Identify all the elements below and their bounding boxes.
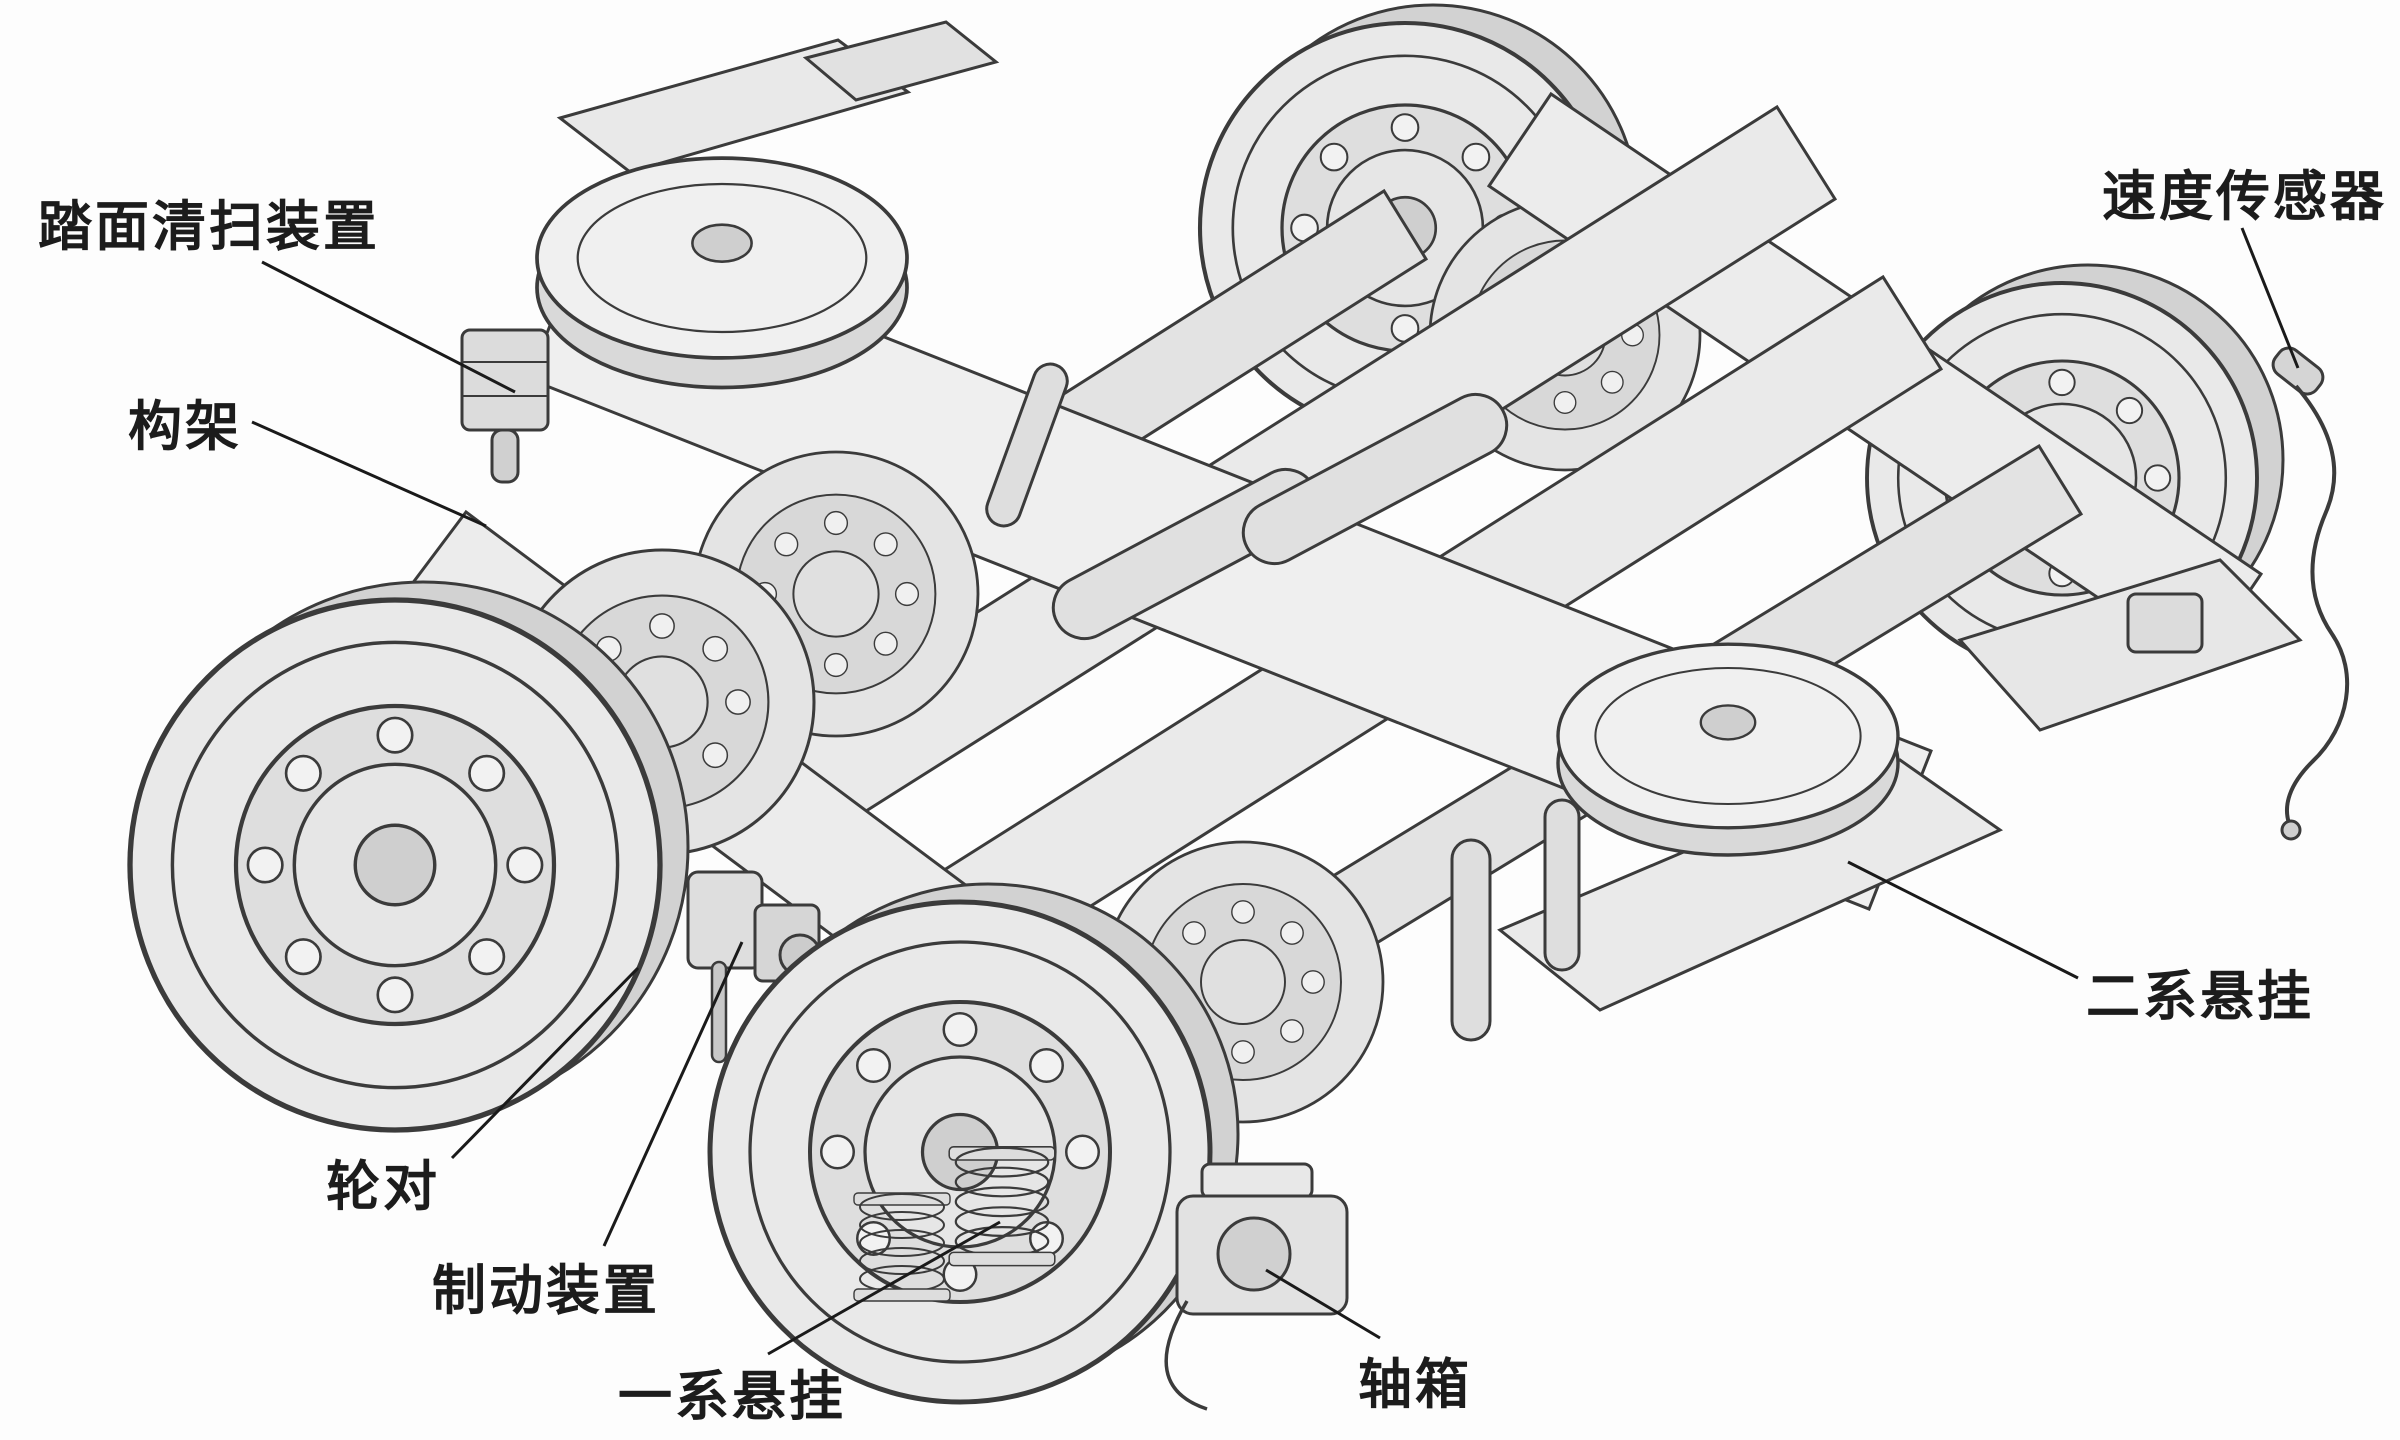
secondary-suspension-airspring-2 xyxy=(1556,642,1900,857)
centre-equipment xyxy=(985,362,1581,1042)
axlebox-assembly xyxy=(1164,1162,1349,1411)
label-brake-device: 制动装置 xyxy=(432,1261,660,1321)
tread-cleaner-device xyxy=(460,328,550,484)
label-speed-sensor: 速度传感器 xyxy=(2102,167,2387,227)
label-secondary-suspension: 二系悬挂 xyxy=(2086,967,2314,1027)
label-wheelset: 轮对 xyxy=(326,1157,440,1217)
label-axle-box: 轴箱 xyxy=(1358,1355,1472,1415)
frame-bracket-plates xyxy=(556,20,1000,174)
label-tread-cleaning-device: 踏面清扫装置 xyxy=(38,197,380,257)
label-frame: 构架 xyxy=(128,397,242,457)
wheelset-wheel-front-near xyxy=(710,882,1240,1402)
wheelset-wheel-left-near xyxy=(130,580,690,1130)
speed-sensor-device xyxy=(2271,346,2350,841)
leader-lines xyxy=(251,227,2300,1356)
secondary-suspension-airspring-1 xyxy=(535,156,909,390)
label-primary-suspension: 一系悬挂 xyxy=(618,1367,846,1427)
